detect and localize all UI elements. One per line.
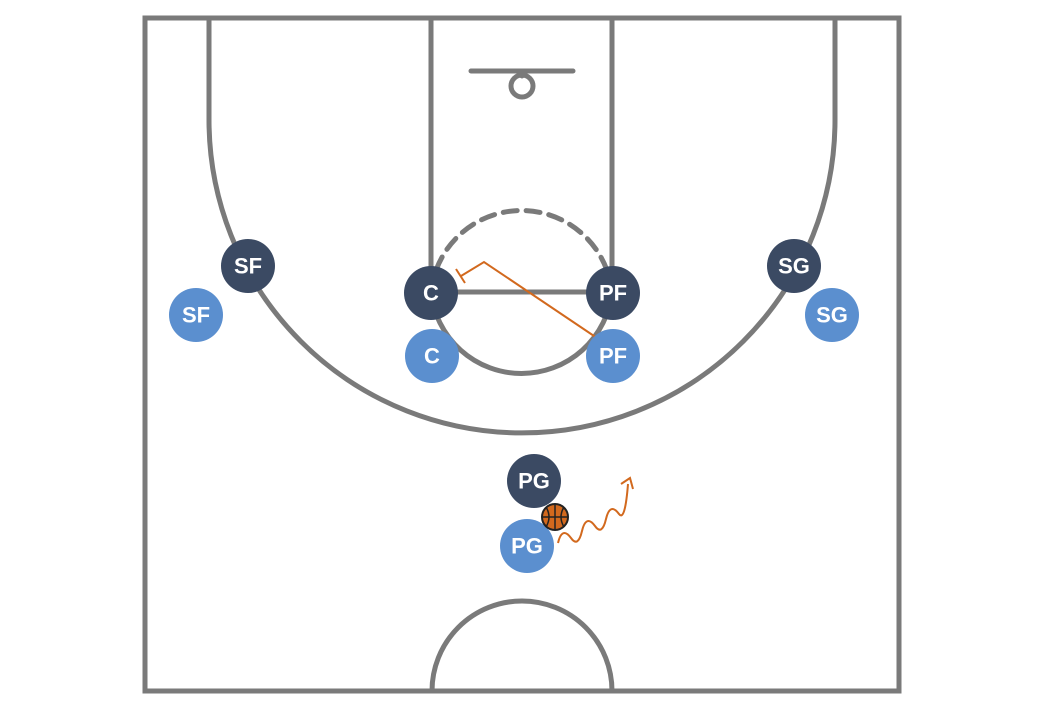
offense-player-sf[interactable]: SF (169, 288, 223, 342)
offense-player-pf[interactable]: PF (586, 329, 640, 383)
offense-players: SF C PF SG PG (169, 288, 859, 573)
dribble-arrowhead (620, 476, 634, 490)
free-throw-circle-top (428, 208, 615, 295)
player-label: C (423, 281, 439, 306)
player-label: PF (599, 344, 627, 369)
screen-end-bar (455, 268, 466, 284)
defense-player-c[interactable]: C (404, 266, 458, 320)
offense-player-sg[interactable]: SG (805, 288, 859, 342)
court-boundary (142, 15, 902, 694)
player-label: SF (182, 303, 210, 328)
basket-rim (508, 72, 536, 100)
free-throw-circle-bottom (428, 289, 615, 376)
paint-lane (428, 15, 615, 295)
screen-path (460, 260, 598, 339)
player-label: PF (599, 281, 627, 306)
player-label: SG (816, 303, 848, 328)
player-label: SG (778, 254, 810, 279)
player-label: PG (511, 534, 543, 559)
three-point-line (206, 15, 838, 436)
defense-player-pg[interactable]: PG (507, 454, 561, 508)
player-label: C (424, 344, 440, 369)
screen-arrow (455, 260, 598, 339)
court-lines (142, 15, 902, 694)
basketball-icon[interactable] (541, 503, 569, 531)
defense-player-pf[interactable]: PF (586, 266, 640, 320)
dribble-arrow (557, 476, 634, 544)
center-circle (429, 598, 615, 694)
player-label: SF (234, 254, 262, 279)
offense-player-c[interactable]: C (405, 329, 459, 383)
player-label: PG (518, 469, 550, 494)
defense-player-sf[interactable]: SF (221, 239, 275, 293)
defense-players: SF C PF SG PG (221, 239, 821, 508)
defense-player-sg[interactable]: SG (767, 239, 821, 293)
dribble-path (557, 483, 629, 544)
offense-player-pg[interactable]: PG (500, 519, 554, 573)
